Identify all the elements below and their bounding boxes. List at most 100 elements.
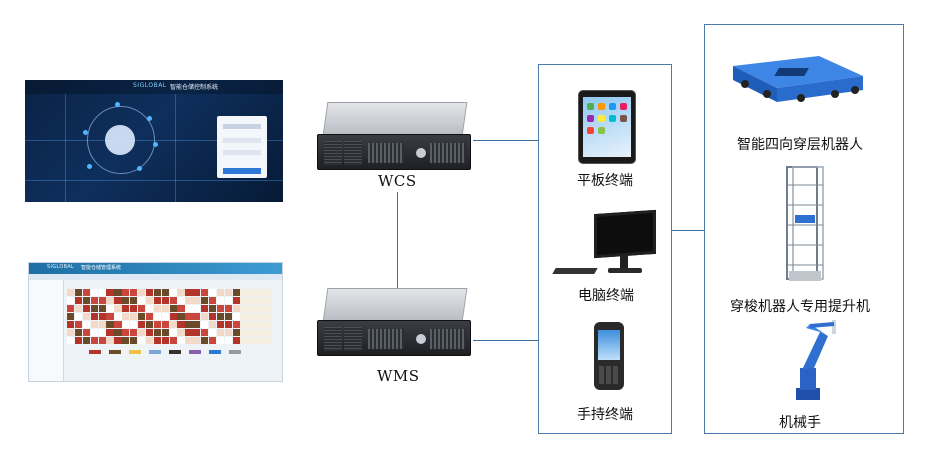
storage-cell [177, 289, 185, 297]
storage-cell [106, 329, 114, 337]
storage-cell [185, 321, 193, 329]
storage-cell [122, 337, 130, 345]
storage-cell [208, 321, 217, 329]
storage-cell [82, 305, 91, 313]
storage-cell [114, 289, 122, 297]
storage-cell [153, 337, 161, 345]
handheld-label: 手持终端 [577, 407, 633, 423]
storage-cell [177, 337, 185, 345]
storage-cell [67, 329, 75, 337]
storage-cell [98, 329, 106, 337]
storage-cell [169, 289, 177, 297]
storage-cell [137, 321, 146, 329]
storage-cell [90, 289, 98, 297]
storage-cell [161, 337, 169, 345]
storage-cell [201, 321, 209, 329]
storage-cell [264, 321, 272, 329]
storage-cell [232, 297, 240, 305]
storage-cell [145, 337, 154, 345]
computer-label: 电脑终端 [578, 288, 634, 304]
truck-icon [105, 125, 135, 155]
storage-cell [161, 305, 169, 313]
storage-cell [169, 313, 177, 321]
storage-cell [98, 297, 106, 305]
storage-cell [82, 297, 91, 305]
storage-cell [161, 329, 169, 337]
storage-cell [240, 297, 248, 305]
storage-cell [137, 337, 146, 345]
storage-cell [256, 329, 264, 337]
wcs-login-panel [217, 116, 267, 178]
storage-cell [256, 289, 264, 297]
storage-cell [161, 321, 169, 329]
storage-cell [98, 337, 106, 345]
storage-cell [248, 289, 256, 297]
storage-cell [98, 289, 106, 297]
wcs-server [315, 102, 473, 172]
storage-cell [201, 337, 209, 345]
storage-cell [224, 289, 232, 297]
storage-cell [98, 305, 106, 313]
wcs-brand: SIGLOBAL [133, 82, 167, 89]
storage-cell [256, 321, 264, 329]
wcs-wms-connector [397, 192, 398, 288]
storage-cell [264, 313, 272, 321]
wms-brand: SIGLOBAL [47, 264, 75, 270]
wcs-system-title: 智能仓储控制系统 [170, 84, 219, 91]
wms-screenshot: SIGLOBAL 智能仓储管理系统 [28, 262, 283, 382]
storage-cell [248, 297, 256, 305]
storage-cell [67, 321, 75, 329]
computer-icon [552, 209, 656, 274]
storage-cell [240, 313, 248, 321]
storage-cell [224, 329, 232, 337]
wcs-title-bar [25, 80, 283, 94]
storage-cell [153, 289, 161, 297]
storage-cell [145, 329, 154, 337]
storage-cell [216, 337, 225, 345]
storage-cell [67, 289, 75, 297]
storage-cell [208, 337, 217, 345]
storage-cell [122, 321, 130, 329]
storage-cell [161, 289, 169, 297]
storage-cell [177, 321, 185, 329]
storage-cell [161, 297, 169, 305]
storage-cell [208, 313, 217, 321]
wms-title-bar [29, 263, 282, 274]
storage-cell [137, 329, 146, 337]
storage-cell [248, 305, 256, 313]
storage-cell [185, 297, 193, 305]
storage-cell [264, 329, 272, 337]
terminals-panel [538, 64, 672, 434]
storage-cell [185, 337, 193, 345]
storage-cell [201, 305, 209, 313]
storage-cell [90, 297, 98, 305]
wms-sidebar [29, 280, 64, 381]
storage-cell [153, 297, 161, 305]
storage-cell [193, 321, 201, 329]
storage-cell [161, 313, 169, 321]
storage-cell [232, 329, 240, 337]
storage-cell [82, 329, 91, 337]
storage-cell [90, 313, 98, 321]
storage-cell [90, 305, 98, 313]
storage-cell [169, 337, 177, 345]
handheld-icon [594, 322, 624, 390]
storage-cell [114, 297, 122, 305]
wcs-screenshot: SIGLOBAL 智能仓储控制系统 [25, 80, 283, 202]
storage-cell [185, 313, 193, 321]
storage-cell [248, 337, 256, 345]
storage-cell [130, 289, 138, 297]
storage-cell [216, 289, 225, 297]
equipment-panel [704, 24, 904, 434]
storage-cell [145, 289, 154, 297]
storage-cell [145, 305, 154, 313]
robot-arm-label: 机械手 [779, 415, 821, 431]
storage-cell [67, 313, 75, 321]
storage-cell [201, 289, 209, 297]
storage-cell [130, 305, 138, 313]
storage-cell [122, 329, 130, 337]
terminal-equipment-connector [671, 230, 705, 231]
server-logo-icon [416, 334, 426, 344]
wms-server [315, 288, 473, 358]
storage-cell [169, 321, 177, 329]
